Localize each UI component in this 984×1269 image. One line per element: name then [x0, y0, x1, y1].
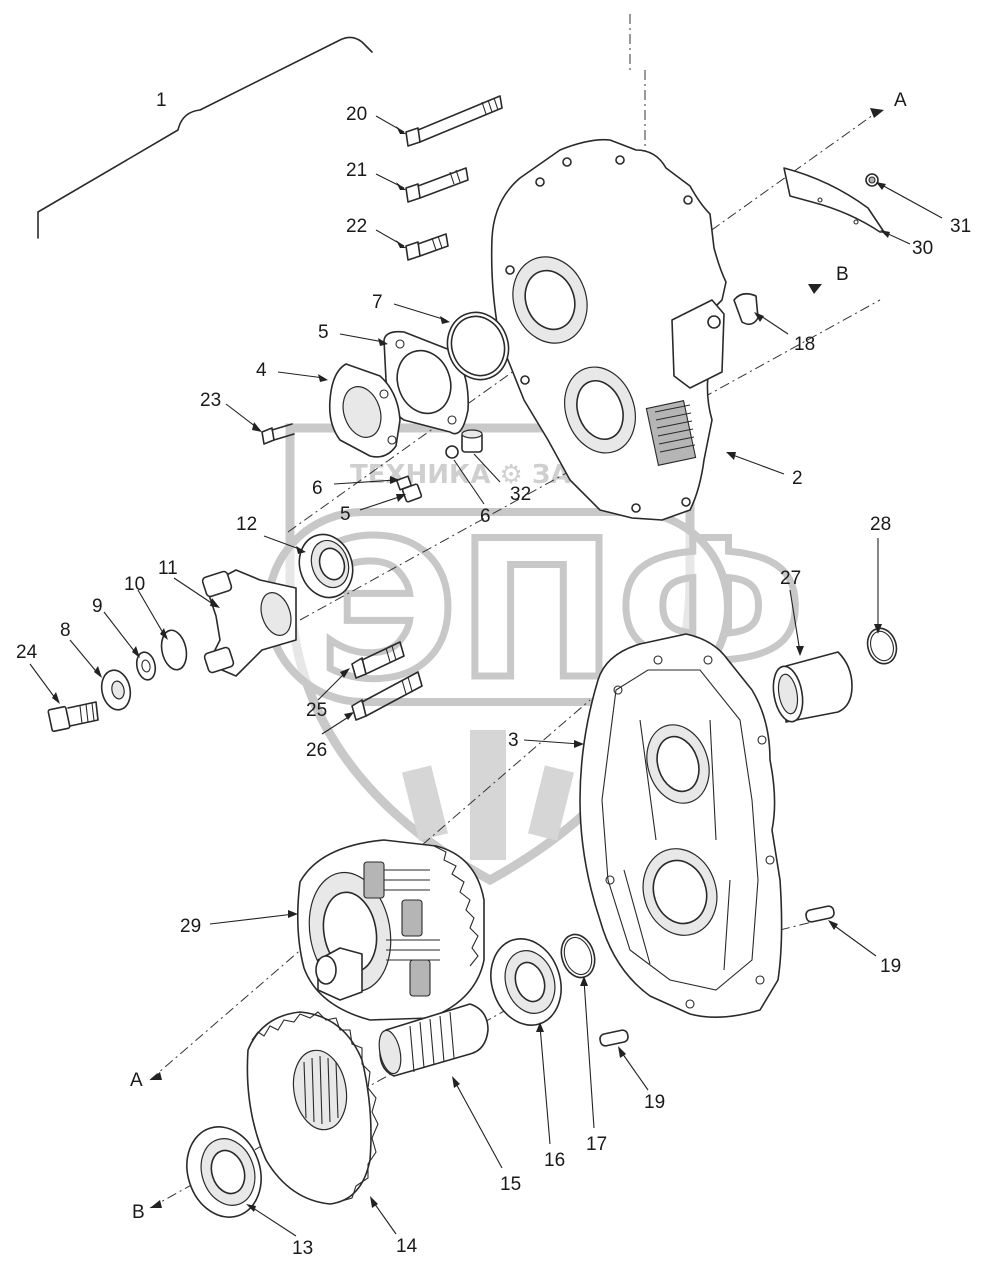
callout-26: 26: [306, 740, 327, 761]
plug-6-right: [445, 445, 459, 459]
bolt-26: [351, 671, 423, 721]
callout-22: 22: [346, 216, 367, 237]
callout-15: 15: [500, 1174, 521, 1195]
dowel-19-right: [805, 905, 835, 923]
callout-a-top: A: [894, 90, 907, 111]
callout-3: 3: [508, 730, 519, 751]
callout-17: 17: [586, 1134, 607, 1155]
callout-21: 21: [346, 160, 367, 181]
callout-30: 30: [912, 238, 933, 259]
watermark-emblem: [401, 730, 575, 860]
clutch-pack-29: [296, 839, 485, 1021]
bolt-22: [405, 233, 449, 261]
bolt-24: [47, 701, 99, 733]
callout-4: 4: [256, 360, 267, 381]
group-bracket: [37, 36, 373, 239]
callout-11: 11: [158, 558, 178, 579]
callout-1: 1: [156, 90, 167, 111]
gear-14: [246, 1011, 379, 1205]
o-ring-7: [446, 311, 510, 381]
callout-b-top: B: [836, 264, 849, 285]
dowel-19-lower: [599, 1029, 629, 1047]
callout-24: 24: [16, 642, 38, 663]
callout-19-right: 19: [880, 956, 901, 977]
bolt-23: [261, 423, 295, 445]
callout-20: 20: [346, 104, 367, 125]
callout-7: 7: [372, 292, 383, 313]
seal-12: [298, 533, 354, 599]
callout-9: 9: [92, 596, 103, 617]
callout-13: 13: [292, 1238, 313, 1259]
callout-27: 27: [780, 568, 801, 589]
o-ring-10: [160, 629, 188, 671]
callout-5-lower: 5: [340, 504, 351, 525]
callout-14: 14: [396, 1236, 418, 1257]
callout-28: 28: [870, 514, 891, 535]
plug-32: [461, 429, 483, 453]
bolt-20: [405, 95, 503, 147]
callout-10: 10: [124, 574, 145, 595]
callout-5-top: 5: [318, 322, 329, 343]
washer-9: [135, 651, 157, 681]
bearing-cap-4: [328, 363, 401, 458]
snap-ring-17: [560, 933, 596, 979]
callout-12: 12: [236, 514, 257, 535]
callout-18: 18: [794, 334, 815, 355]
seal-18: [733, 292, 759, 326]
callout-32: 32: [510, 484, 531, 505]
gasket-5-top: [383, 330, 469, 435]
callout-19-lower: 19: [644, 1092, 665, 1113]
callout-b-bottom: B: [132, 1202, 145, 1223]
bolt-25: [351, 641, 405, 679]
bearing-13: [186, 1126, 262, 1218]
bolt-21: [405, 167, 469, 203]
callout-31: 31: [950, 216, 971, 237]
callout-8: 8: [60, 620, 71, 641]
callout-6-left: 6: [312, 478, 323, 499]
callout-29: 29: [180, 916, 201, 937]
callout-23: 23: [200, 390, 221, 411]
housing-2: [490, 138, 727, 521]
emblem-bar-center: [470, 730, 506, 860]
shaft-15: [378, 1003, 489, 1077]
emblem-bar-right: [527, 765, 575, 841]
screw-31: [865, 173, 879, 187]
yoke-11: [201, 569, 297, 677]
washer-8: [100, 669, 132, 711]
callout-16: 16: [544, 1150, 565, 1171]
leader-lines: [29, 108, 943, 1237]
callout-25: 25: [306, 700, 327, 721]
plug-5-lower: [401, 483, 423, 503]
emblem-bar-left: [401, 765, 449, 841]
callout-a-bottom: A: [130, 1070, 143, 1091]
callout-2: 2: [792, 468, 803, 489]
cover-3: [579, 633, 783, 1018]
snap-ring-28: [866, 627, 898, 665]
callout-labels: 1 20 21 22 7 5 4 23 6 5 6 32 12 11 10 9 …: [16, 90, 971, 1259]
bearing-16: [490, 938, 562, 1026]
needle-bearing-27: [772, 651, 853, 723]
callout-6-right: 6: [480, 506, 491, 527]
